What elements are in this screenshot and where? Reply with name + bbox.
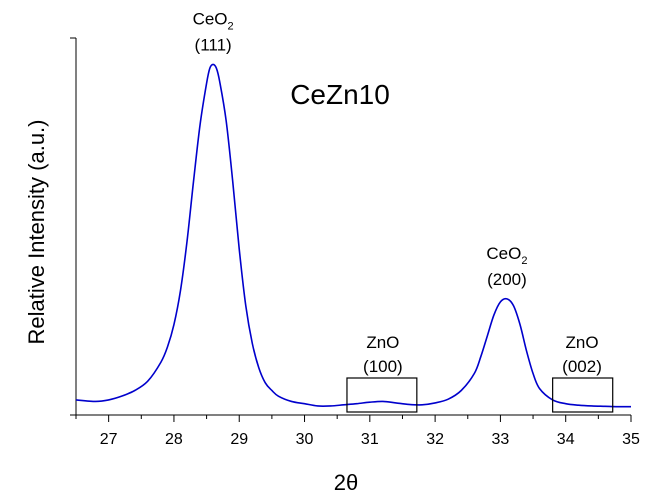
- y-axis-label: Relative Intensity (a.u.): [24, 120, 49, 345]
- peak-annotations: CeO2 (111) CeO2 (200) ZnO (100) ZnO (002): [193, 9, 614, 413]
- x-ticks: 27 28 29 30 31 32 33 34 35: [75, 415, 640, 448]
- x-tick-label: 30: [296, 431, 314, 448]
- annotation-hkl: (002): [562, 357, 602, 376]
- x-tick-label: 32: [426, 431, 444, 448]
- annotation-formula: CeO2: [193, 9, 234, 32]
- zno-region-box: [346, 377, 418, 413]
- x-tick-label: 28: [165, 431, 183, 448]
- annotation-hkl: (200): [487, 270, 527, 289]
- x-tick-label: 29: [230, 431, 248, 448]
- annotation-hkl: (100): [363, 357, 403, 376]
- chart-title: CeZn10: [290, 79, 390, 110]
- plot-frame: [75, 38, 631, 416]
- annotation-hkl: (111): [195, 35, 232, 54]
- x-tick-label: 35: [622, 431, 640, 448]
- intensity-line: [75, 63, 632, 408]
- annotation-formula: ZnO: [565, 333, 598, 352]
- annotation-formula: ZnO: [366, 333, 399, 352]
- x-tick-label: 33: [492, 431, 510, 448]
- annotation-formula: CeO2: [486, 244, 527, 267]
- x-axis-label: 2θ: [334, 470, 358, 494]
- y-ticks: [70, 37, 76, 416]
- x-tick-label: 31: [361, 431, 379, 448]
- x-tick-label: 27: [100, 431, 118, 448]
- zno-region-box: [552, 377, 614, 413]
- x-tick-label: 34: [557, 431, 575, 448]
